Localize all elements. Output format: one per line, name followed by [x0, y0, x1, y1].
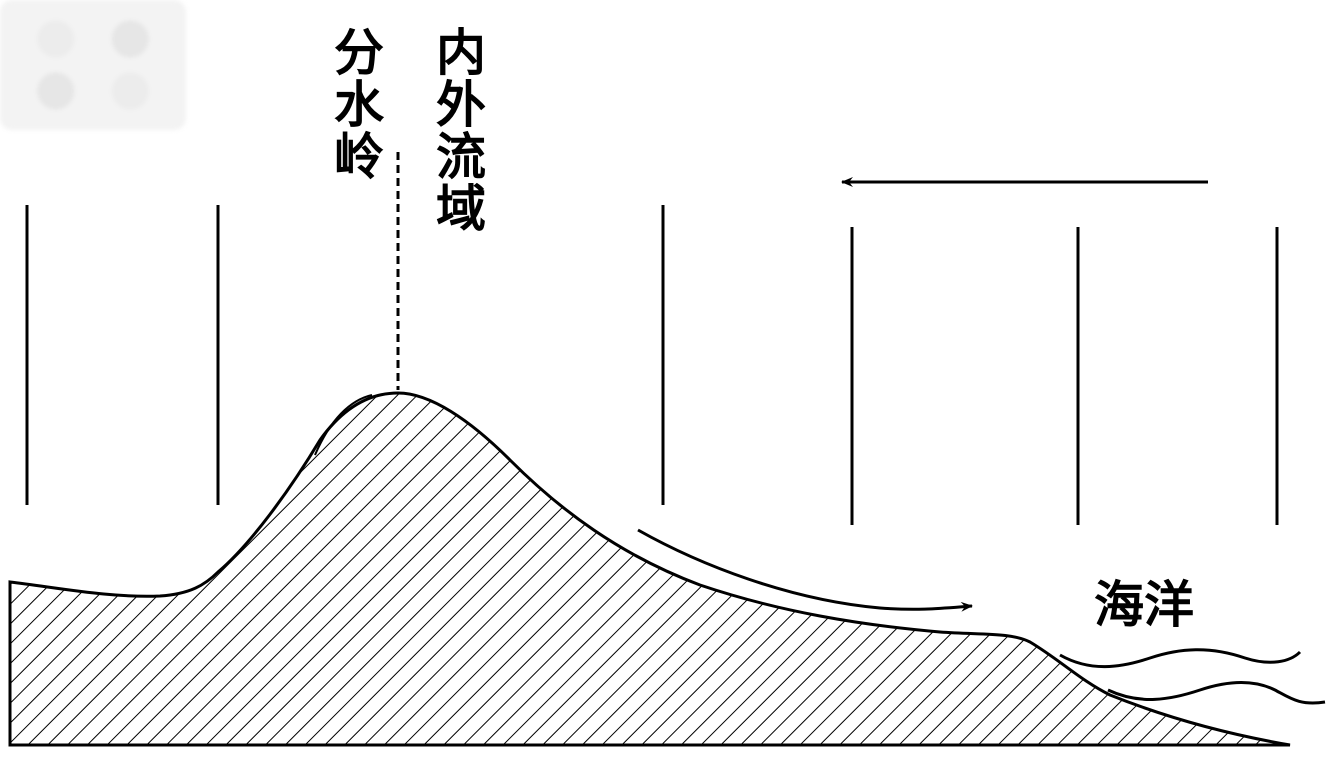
basin-label: 内外流域 [428, 26, 487, 234]
terrain-ridge-detail [314, 394, 373, 456]
vertical-lines [25, 205, 1279, 525]
blurred-corner [0, 0, 186, 130]
ocean-wave-1 [1059, 648, 1302, 669]
terrain [8, 391, 1291, 747]
ocean-label: 海洋 [1094, 575, 1194, 634]
watershed-label: 分水岭 [326, 26, 385, 182]
runoff-arrow [637, 528, 973, 612]
ocean-wave-2 [1107, 681, 1326, 705]
